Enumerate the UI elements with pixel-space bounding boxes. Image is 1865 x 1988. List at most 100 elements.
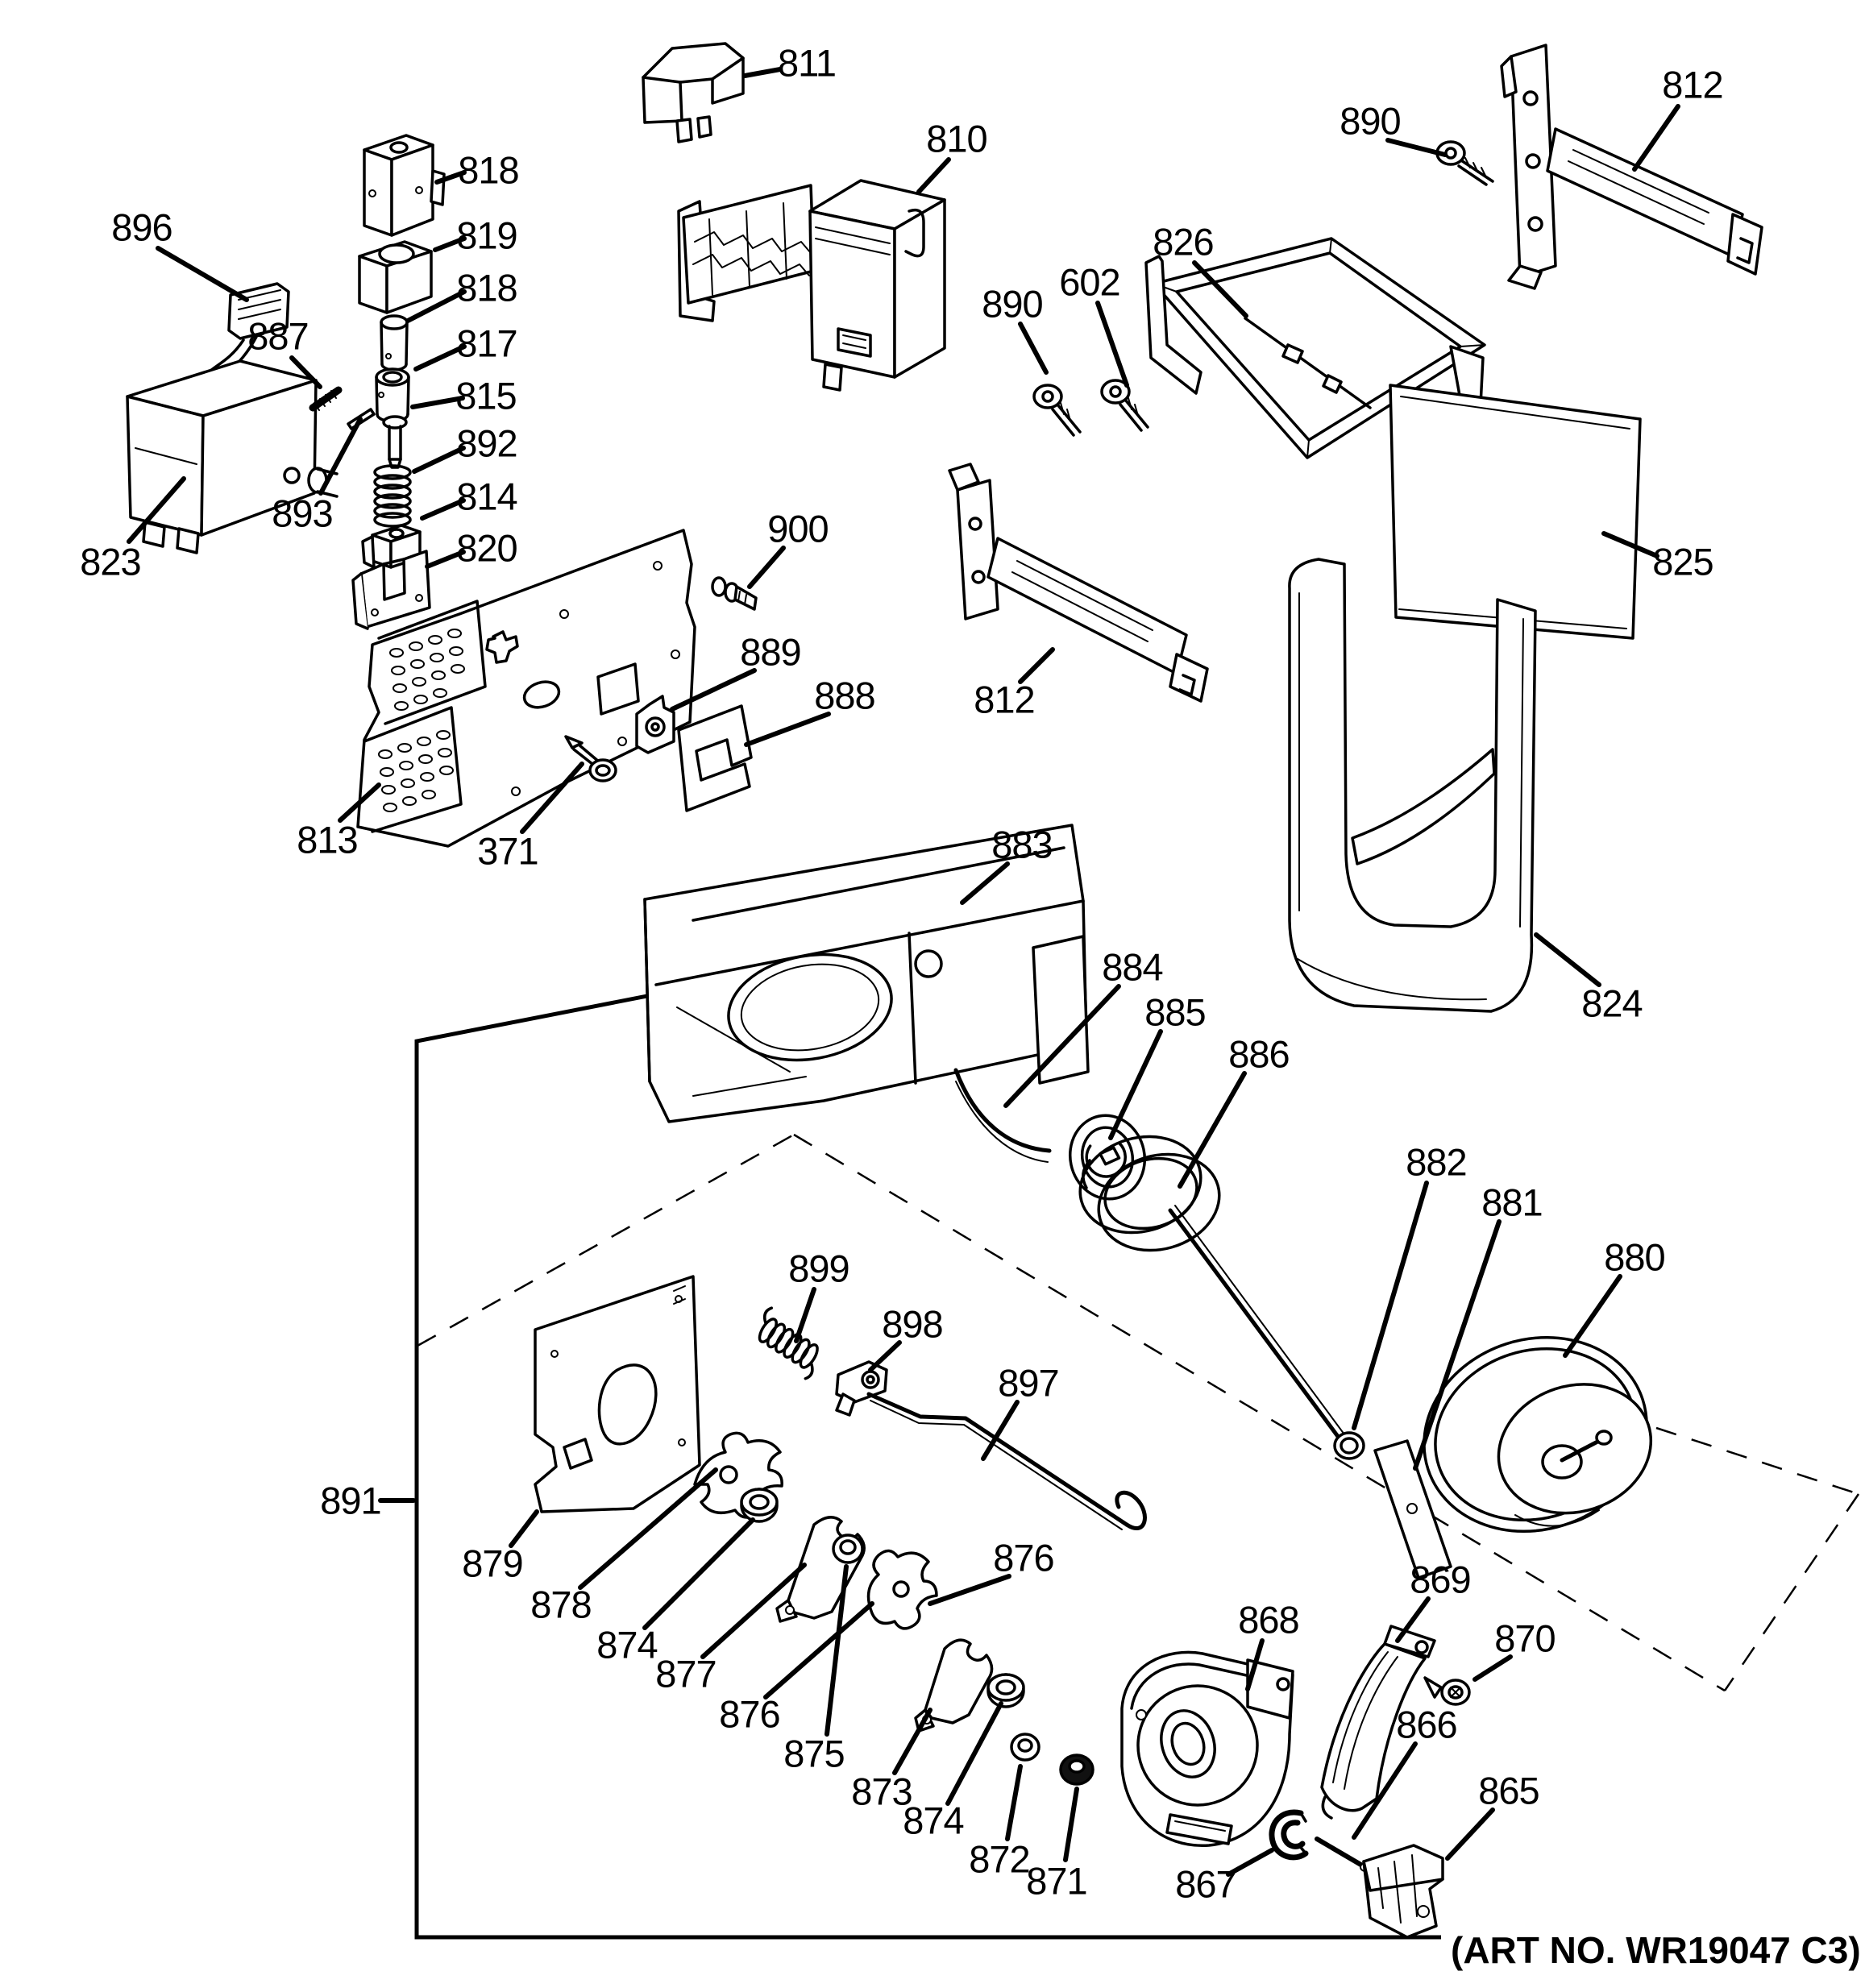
- leader-line-881: [1413, 1219, 1502, 1471]
- callout-812: 812: [974, 679, 1034, 721]
- leader-line-880: [1563, 1274, 1622, 1358]
- leader-line-892: [412, 446, 466, 474]
- part-371-screw: [564, 735, 617, 782]
- part-879-cam-plate: [534, 1275, 701, 1513]
- callout-899: 899: [788, 1247, 849, 1290]
- leader-line-870: [1472, 1654, 1513, 1682]
- leader-line-818: [405, 289, 467, 323]
- leader-line-872: [1005, 1764, 1023, 1841]
- callout-817: 817: [456, 322, 517, 365]
- callout-897: 897: [998, 1362, 1058, 1405]
- leader-line-890: [1018, 322, 1049, 375]
- part-881-blade: [1373, 1439, 1452, 1579]
- callout-872: 872: [969, 1838, 1029, 1881]
- leader-line-879: [509, 1509, 539, 1548]
- art-number: (ART NO. WR19047 C3): [1451, 1929, 1861, 1971]
- callout-876: 876: [993, 1537, 1053, 1579]
- part-884-wire-guide: [953, 1068, 1052, 1163]
- leader-line-818: [434, 170, 467, 185]
- leader-line-826: [1192, 260, 1248, 318]
- leader-line-893: [318, 417, 363, 496]
- leader-line-900: [747, 546, 786, 589]
- part-865-mounting-block: [1362, 1844, 1444, 1939]
- dashed-alignment-lines: [417, 1133, 1860, 1692]
- callout-820: 820: [456, 527, 517, 570]
- leader-line-811: [742, 67, 783, 78]
- leader-line-865: [1445, 1807, 1495, 1861]
- callout-812: 812: [1662, 64, 1722, 106]
- leader-line-866: [1352, 1741, 1418, 1840]
- part-823-drive-motor: [126, 359, 339, 554]
- leader-line-871: [1063, 1787, 1079, 1862]
- part-900-push-rivet: [711, 576, 758, 611]
- callout-825: 825: [1652, 541, 1713, 583]
- callout-815: 815: [455, 375, 516, 417]
- callout-896: 896: [111, 206, 172, 249]
- leader-line-885: [1108, 1029, 1163, 1140]
- leader-line-889: [670, 668, 757, 712]
- callout-880: 880: [1604, 1236, 1664, 1279]
- leader-line-823: [127, 476, 186, 544]
- part-867-e-clip: [1269, 1809, 1309, 1861]
- part-869-crusher-arm: [1320, 1625, 1436, 1820]
- callout-818: 818: [456, 267, 517, 309]
- callout-881: 881: [1481, 1181, 1542, 1224]
- leader-line-884: [1003, 984, 1121, 1108]
- leader-line-825: [1601, 531, 1659, 558]
- callout-824: 824: [1581, 982, 1642, 1025]
- leader-line-814: [420, 498, 466, 521]
- part-810-ice-maker-assembly: [677, 179, 946, 392]
- part-866-pin: [1315, 1837, 1371, 1872]
- leader-line-878: [578, 1467, 718, 1590]
- part-812-bracket-center: [948, 463, 1209, 703]
- leader-line-824: [1534, 932, 1601, 987]
- leader-line-876: [928, 1574, 1011, 1606]
- part-874-bushing-a: [740, 1488, 779, 1523]
- part-878-cam: [693, 1431, 783, 1519]
- leader-line-869: [1395, 1596, 1431, 1643]
- part-876-cam-front: [866, 1549, 938, 1630]
- callout-875: 875: [783, 1733, 844, 1775]
- part-890-screw-top: [1435, 140, 1494, 186]
- callout-818: 818: [458, 149, 518, 192]
- leader-line-813: [338, 782, 381, 823]
- plate-perforations-lower: [378, 730, 454, 812]
- part-891-support-bracket-outline: [414, 953, 1441, 1940]
- callout-810: 810: [926, 118, 986, 160]
- callout-892: 892: [456, 422, 517, 465]
- part-877-ratchet-plate: [775, 1516, 866, 1623]
- leader-line-812: [1632, 104, 1680, 172]
- callout-879: 879: [462, 1542, 522, 1585]
- callout-868: 868: [1238, 1599, 1298, 1641]
- callout-890: 890: [1340, 100, 1400, 143]
- leader-line-897: [981, 1400, 1020, 1461]
- part-870-screw: [1423, 1676, 1471, 1706]
- leader-line-815: [410, 396, 465, 409]
- leader-line-874: [945, 1701, 1003, 1806]
- part-886-auger-spring-shaft: [1078, 1135, 1345, 1443]
- callout-814: 814: [456, 475, 517, 518]
- part-811-clip: [642, 42, 745, 143]
- callout-602: 602: [1059, 261, 1119, 304]
- callout-873: 873: [851, 1770, 912, 1813]
- part-892-spring: [373, 464, 412, 528]
- callout-869: 869: [1410, 1558, 1470, 1601]
- leader-line-810: [916, 157, 951, 194]
- part-898-lever: [835, 1360, 888, 1417]
- leader-line-883: [960, 861, 1010, 905]
- part-602-screw: [1100, 379, 1149, 432]
- part-872-washer: [1010, 1733, 1040, 1762]
- leader-line-887: [289, 355, 322, 389]
- part-818-plunger-sleeve: [380, 314, 409, 371]
- callout-871: 871: [1026, 1860, 1086, 1903]
- callout-823: 823: [80, 541, 140, 583]
- callout-371: 371: [477, 830, 538, 873]
- callout-878: 878: [530, 1583, 591, 1626]
- part-887-roll-pin: [309, 386, 343, 412]
- part-820-bracket: [351, 550, 431, 630]
- leader-line-819: [433, 236, 467, 252]
- leader-line-898: [868, 1340, 902, 1372]
- leader-line-886: [1178, 1071, 1247, 1189]
